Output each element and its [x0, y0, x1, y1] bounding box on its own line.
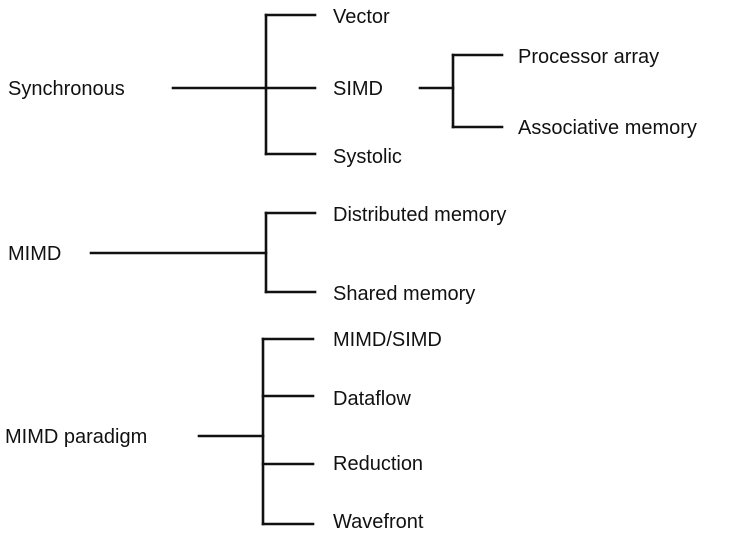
shared-memory-label: Shared memory	[333, 283, 476, 305]
vector-label: Vector	[333, 6, 390, 28]
reduction-label: Reduction	[333, 453, 424, 475]
wavefront-label: Wavefront	[333, 511, 424, 533]
mimd-paradigm-label: MIMD paradigm	[5, 426, 148, 448]
mimd-label: MIMD	[8, 243, 62, 265]
dataflow-label: Dataflow	[333, 388, 411, 410]
processor-array-label: Processor array	[518, 46, 660, 68]
associative-memory-label: Associative memory	[518, 117, 697, 139]
simd-label: SIMD	[333, 78, 383, 100]
systolic-label: Systolic	[333, 146, 402, 168]
distributed-memory-label: Distributed memory	[333, 204, 507, 226]
synchronous-label: Synchronous	[8, 78, 125, 100]
mimd-simd-label: MIMD/SIMD	[333, 329, 442, 351]
